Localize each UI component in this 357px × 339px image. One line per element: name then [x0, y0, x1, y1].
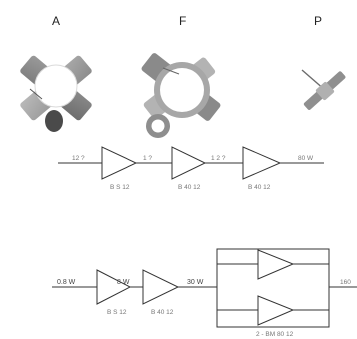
parallel-stage-box [216, 248, 330, 328]
chain1-input-label: 12 ? [72, 155, 85, 162]
package-f-illustration [141, 53, 221, 138]
chain2-stage2-out-label: 30 W [187, 279, 204, 286]
chain1-stage3-name: B 40 12 [248, 184, 271, 191]
chain1-output-label: 80 W [298, 155, 314, 162]
label-a: A [52, 14, 61, 28]
chain1-stage1-name: B S 12 [110, 184, 130, 191]
amplifier-chain-2: 0.8 W 8 W 30 W 160 B S 12 B 40 12 2 - BM… [52, 248, 357, 338]
chain2-stage1-out-label: 8 W [117, 279, 130, 286]
package-a-illustration [20, 55, 92, 132]
amplifier-1-3 [242, 146, 282, 180]
amplifier-2-3b [257, 295, 295, 326]
chain2-stage1-name: B S 12 [107, 309, 127, 316]
chain1-stage2-out-label: 1 2 ? [211, 155, 226, 162]
chain1-stage2-name: B 40 12 [178, 184, 201, 191]
amplifier-2-1 [96, 269, 132, 305]
amplifier-1-1 [101, 146, 138, 180]
amplifier-2-3a [257, 249, 295, 280]
chain2-input-label: 0.8 W [57, 279, 76, 286]
package-p-illustration [301, 69, 346, 110]
chain2-output-label: 160 [340, 279, 351, 286]
amplifier-1-2 [171, 146, 207, 180]
amplifier-2-2 [142, 269, 180, 305]
chain2-stage2-name: B 40 12 [151, 309, 174, 316]
chain1-stage1-out-label: 1 ? [143, 155, 152, 162]
amplifier-chain-1: 12 ? 1 ? 1 2 ? 80 W B S 12 B 40 12 B 40 … [58, 146, 324, 191]
label-f: F [179, 14, 187, 28]
chain2-parallel-name: 2 - BM 80 12 [256, 331, 294, 338]
label-p: P [314, 14, 323, 28]
